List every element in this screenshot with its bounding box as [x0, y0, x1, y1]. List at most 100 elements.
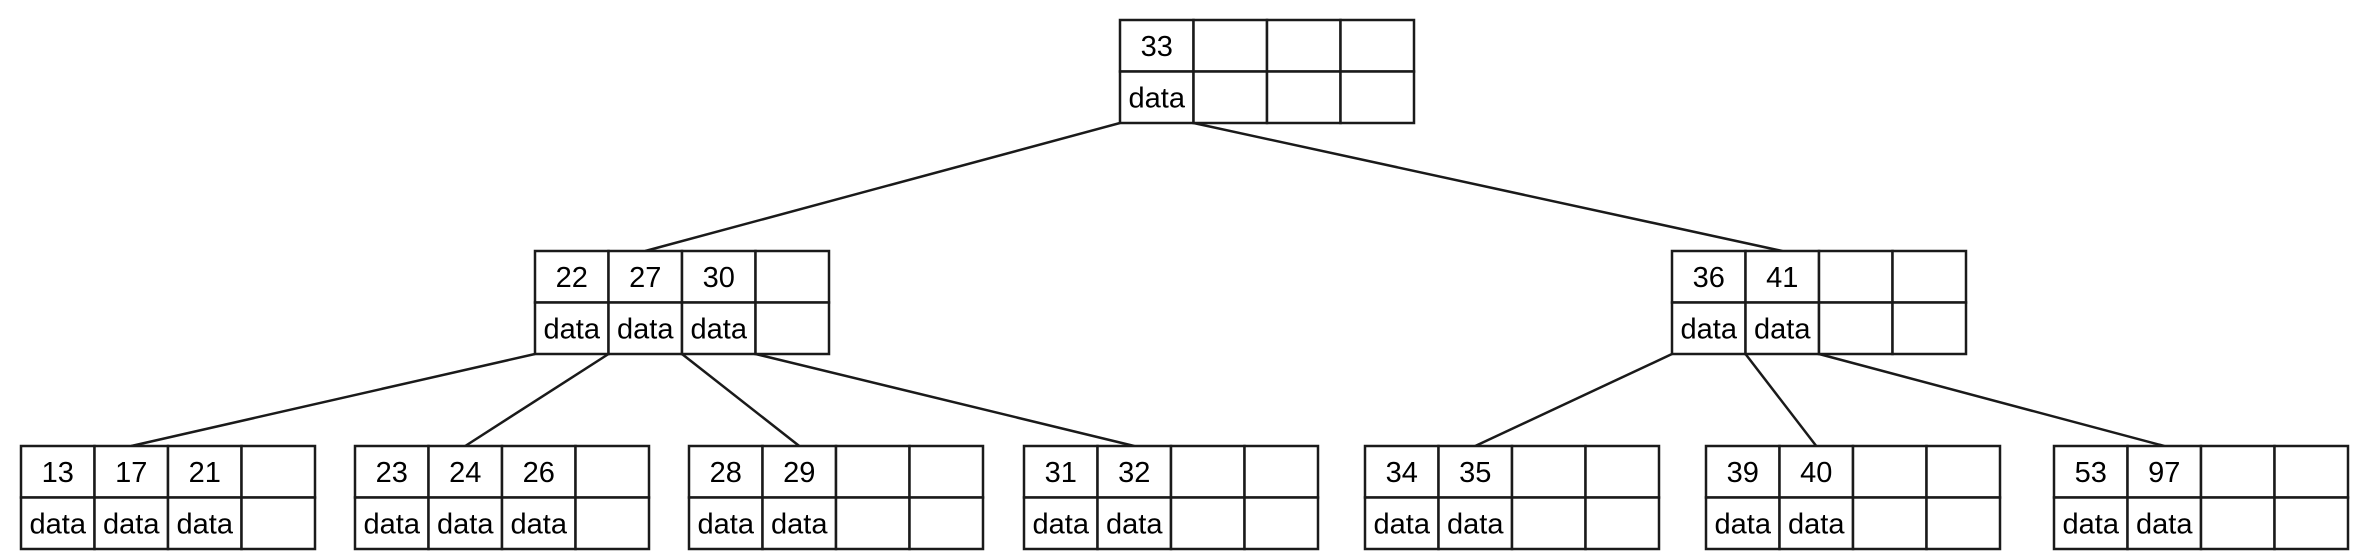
key-label: 13 [42, 457, 74, 489]
key-cell [574, 444, 651, 499]
data-label: data [1754, 313, 1811, 345]
data-cell [1670, 301, 1747, 356]
key-cell [1670, 249, 1747, 304]
key-cell [2273, 444, 2350, 499]
data-cell [1192, 70, 1269, 125]
data-cell [1265, 70, 1342, 125]
tree-node-leaf-5: 34 data 35 data [1363, 444, 1661, 551]
data-label: data [1681, 313, 1738, 345]
data-label: data [698, 508, 755, 540]
data-cell [1363, 496, 1440, 551]
edge-internal-left-to-leaf-1 [130, 352, 536, 448]
key-cell [1584, 444, 1661, 499]
data-label: data [1106, 508, 1163, 540]
key-label: 40 [1800, 457, 1832, 489]
key-label: 41 [1766, 262, 1798, 294]
key-label: 32 [1118, 457, 1150, 489]
data-cell [1118, 70, 1195, 125]
data-cell [533, 301, 610, 356]
key-label: 17 [115, 457, 147, 489]
tree-node-root: 33 data [1118, 18, 1416, 125]
data-cell [240, 496, 317, 551]
edge-internal-right-to-leaf-5 [1474, 352, 1673, 448]
data-cell [1243, 496, 1320, 551]
data-cell [1778, 496, 1855, 551]
key-label: 53 [2075, 457, 2107, 489]
key-cell [1192, 18, 1269, 73]
data-cell [2199, 496, 2276, 551]
key-label: 29 [783, 457, 815, 489]
data-label: data [1129, 82, 1186, 114]
key-label: 21 [189, 457, 221, 489]
data-label: data [2063, 508, 2120, 540]
edge-internal-left-to-leaf-4 [755, 352, 1135, 448]
data-label: data [177, 508, 234, 540]
data-label: data [1715, 508, 1772, 540]
key-cell [2199, 444, 2276, 499]
data-cell [574, 496, 651, 551]
key-cell [754, 249, 831, 304]
key-cell [1817, 249, 1894, 304]
nodes-layer: 33data22data27data30data36data41data13da… [19, 18, 2350, 551]
edge-internal-left-to-leaf-3 [681, 353, 801, 447]
edge-root-to-internal-left [644, 121, 1121, 253]
data-label: data [511, 508, 568, 540]
key-cell [1363, 444, 1440, 499]
key-label: 31 [1045, 457, 1077, 489]
key-label: 23 [376, 457, 408, 489]
data-label: data [1374, 508, 1431, 540]
data-label: data [617, 313, 674, 345]
data-cell [1022, 496, 1099, 551]
key-cell [834, 444, 911, 499]
key-cell [1339, 18, 1416, 73]
data-cell [2273, 496, 2350, 551]
key-cell [1744, 249, 1821, 304]
key-cell [908, 444, 985, 499]
data-label: data [1788, 508, 1845, 540]
data-cell [1891, 301, 1968, 356]
data-cell [1169, 496, 1246, 551]
key-label: 24 [449, 457, 481, 489]
data-cell [427, 496, 504, 551]
key-cell [240, 444, 317, 499]
edge-internal-right-to-leaf-7 [1818, 352, 2165, 448]
data-label: data [103, 508, 160, 540]
key-label: 97 [2148, 457, 2180, 489]
data-cell [908, 496, 985, 551]
data-cell [1584, 496, 1661, 551]
data-label: data [30, 508, 87, 540]
key-cell [680, 249, 757, 304]
key-cell [19, 444, 96, 499]
key-label: 34 [1386, 457, 1418, 489]
data-cell [1096, 496, 1173, 551]
data-label: data [364, 508, 421, 540]
data-cell [1851, 496, 1928, 551]
key-cell [1851, 444, 1928, 499]
edge-root-to-internal-right [1193, 121, 1783, 253]
edge-internal-left-to-leaf-2 [464, 352, 610, 448]
key-label: 35 [1459, 457, 1491, 489]
key-label: 28 [710, 457, 742, 489]
data-label: data [691, 313, 748, 345]
key-label: 27 [629, 262, 661, 294]
key-cell [1169, 444, 1246, 499]
tree-node-internal-right: 36 data 41 data [1670, 249, 1968, 356]
key-cell [1243, 444, 1320, 499]
data-cell [1510, 496, 1587, 551]
edges-layer [130, 121, 2165, 448]
key-cell [166, 444, 243, 499]
data-cell [834, 496, 911, 551]
data-cell [93, 496, 170, 551]
key-label: 33 [1141, 31, 1173, 63]
edge-internal-right-to-leaf-6 [1744, 353, 1818, 447]
data-cell [754, 301, 831, 356]
data-label: data [1447, 508, 1504, 540]
data-cell [1437, 496, 1514, 551]
key-label: 36 [1693, 262, 1725, 294]
